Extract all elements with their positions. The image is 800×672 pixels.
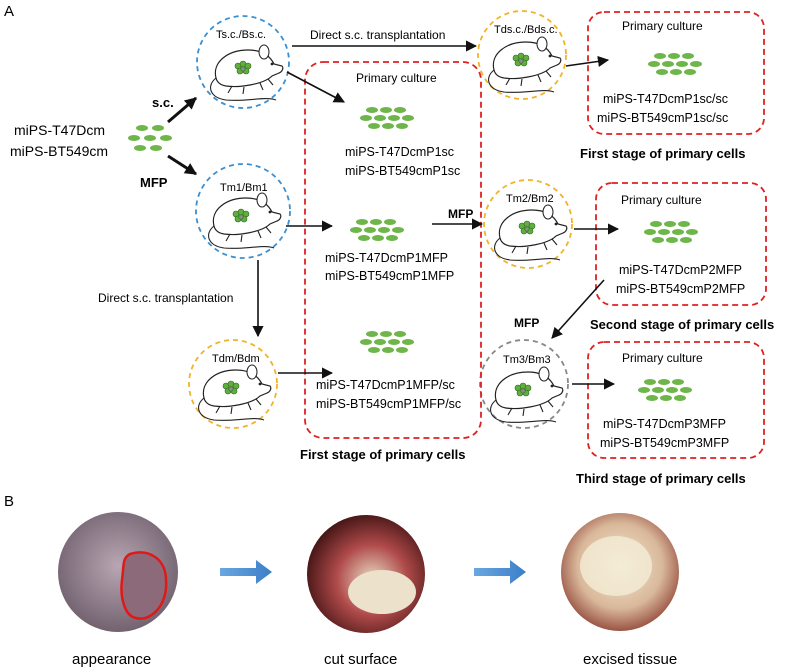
mfp-to-tm2-label: MFP xyxy=(448,207,473,221)
mouse-tm1-label: Tm1/Bm1 xyxy=(220,182,268,194)
p1mfp-line2: miPS-BT549cmP1MFP xyxy=(325,269,454,283)
mouse-tm3: Tm3/Bm3 xyxy=(479,339,569,429)
p2mfp-line2: miPS-BT549cmP2MFP xyxy=(616,282,745,296)
mfp-route-arrow xyxy=(167,154,198,176)
mfp-to-tm3-arrow xyxy=(551,279,605,339)
caption-cut-surface: cut surface xyxy=(324,651,397,668)
p1sc-line2: miPS-BT549cmP1sc xyxy=(345,164,460,178)
cut-surface-photo xyxy=(307,515,425,633)
direct-sc-top-label: Direct s.c. transplantation xyxy=(310,28,445,42)
mouse-tdsc-label: Tds.c./Bds.c. xyxy=(494,24,558,36)
p1mfpsc-line1: miPS-T47DcmP1MFP/sc xyxy=(316,378,455,392)
direct-sc-left-label: Direct s.c. transplantation xyxy=(98,291,233,305)
tdsc-to-p1scsc-arrow xyxy=(565,55,610,67)
stage-third: Third stage of primary cells xyxy=(576,471,746,486)
right-middle-primary-culture-label: Primary culture xyxy=(621,193,702,207)
panel-a-letter: A xyxy=(4,3,14,20)
center-primary-culture-label: Primary culture xyxy=(356,71,437,85)
source-cells-icon xyxy=(128,125,172,151)
p1sc-cells-icon xyxy=(360,107,414,129)
tsc-to-p1sc-arrow xyxy=(286,71,345,103)
stage-first-center: First stage of primary cells xyxy=(300,447,465,462)
p1mfpsc-line2: miPS-BT549cmP1MFP/sc xyxy=(316,397,461,411)
right-top-primary-culture-box xyxy=(587,11,765,135)
sc-route-label: s.c. xyxy=(152,95,174,110)
right-top-primary-culture-label: Primary culture xyxy=(622,19,703,33)
caption-appearance: appearance xyxy=(72,651,151,668)
mouse-tdm-label: Tdm/Bdm xyxy=(212,353,260,365)
arrow-b2-icon xyxy=(474,560,526,584)
mouse-tsc-label: Ts.c./Bs.c. xyxy=(216,29,266,41)
mfp-to-tm3-label: MFP xyxy=(514,316,539,330)
sc-route-arrow xyxy=(167,96,197,124)
p1mfp-line1: miPS-T47DcmP1MFP xyxy=(325,251,448,265)
caption-excised-tissue: excised tissue xyxy=(583,651,677,668)
p1mfpsc-cells-icon xyxy=(360,331,414,353)
p1mfp-cells-icon xyxy=(350,219,404,241)
p1scsc-line2: miPS-BT549cmP1sc/sc xyxy=(597,111,728,125)
p2mfp-cells-icon xyxy=(644,221,698,243)
mouse-tdsc: Tds.c./Bds.c. xyxy=(477,10,567,100)
mouse-tdm: Tdm/Bdm xyxy=(188,339,278,429)
right-bottom-primary-culture-box xyxy=(587,341,765,459)
p3mfp-line1: miPS-T47DcmP3MFP xyxy=(603,417,726,431)
p3mfp-cells-icon xyxy=(638,379,692,401)
right-bottom-primary-culture-label: Primary culture xyxy=(622,351,703,365)
arrow-b1-icon xyxy=(220,560,272,584)
source-cell-t47d: miPS-T47Dcm xyxy=(14,122,105,138)
mouse-tm2-label: Tm2/Bm2 xyxy=(506,193,554,205)
stage-second: Second stage of primary cells xyxy=(590,317,774,332)
stage-first-right: First stage of primary cells xyxy=(580,146,745,161)
p1scsc-line1: miPS-T47DcmP1sc/sc xyxy=(603,92,728,106)
source-cell-bt549: miPS-BT549cm xyxy=(10,143,108,159)
p1sc-line1: miPS-T47DcmP1sc xyxy=(345,145,454,159)
p2mfp-line1: miPS-T47DcmP2MFP xyxy=(619,263,742,277)
panel-b-letter: B xyxy=(4,493,14,510)
appearance-photo xyxy=(58,512,178,632)
center-primary-culture-box xyxy=(304,61,482,439)
mouse-tm3-label: Tm3/Bm3 xyxy=(503,354,551,366)
mouse-tm2: Tm2/Bm2 xyxy=(483,179,573,269)
excised-tissue-photo xyxy=(561,513,679,631)
mfp-route-label: MFP xyxy=(140,175,168,190)
mouse-tm1: Tm1/Bm1 xyxy=(195,163,291,259)
p3mfp-line2: miPS-BT549cmP3MFP xyxy=(600,436,729,450)
right-middle-primary-culture-box xyxy=(595,182,767,306)
p1scsc-cells-icon xyxy=(648,53,702,75)
mouse-tsc: Ts.c./Bs.c. xyxy=(196,15,290,109)
